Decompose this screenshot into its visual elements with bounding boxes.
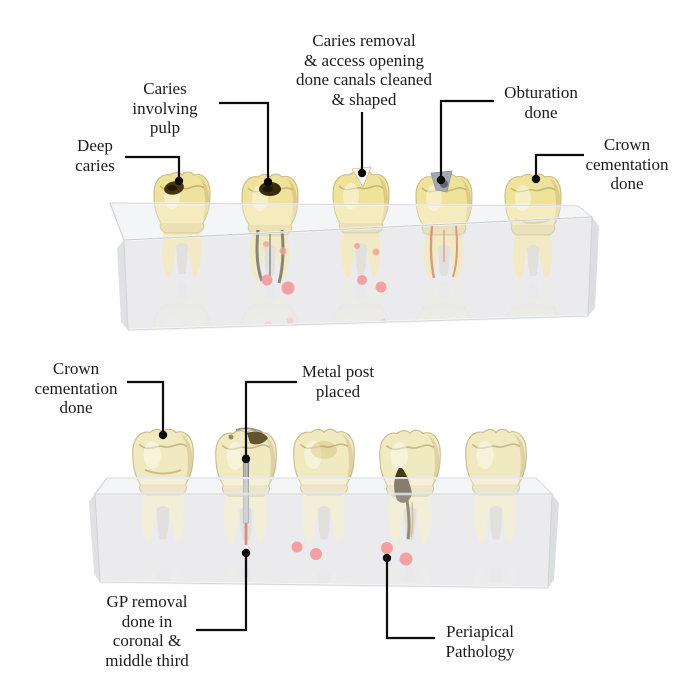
leader-lines: [125, 99, 584, 640]
periapical-dots-top: [261, 241, 387, 295]
label-obturation-done: Obturation done: [504, 83, 578, 122]
label-periapical-pathology: Periapical Pathology: [445, 622, 515, 661]
dark-root-canal: [405, 499, 411, 540]
top-block-glass-haze: [124, 217, 592, 330]
label-deep-caries: Deep caries: [75, 136, 115, 175]
bottom-block-edges: [94, 477, 554, 590]
leader-crown-cementation-top: [534, 153, 584, 178]
top-block-edges: [109, 202, 594, 332]
crown-margin-line-bottom: [144, 469, 182, 475]
label-caries-involving-pulp: Caries involving pulp: [132, 79, 198, 137]
leader-deep-caries: [125, 155, 181, 180]
bottom-block-right-face: [548, 494, 559, 588]
leader-caries-involving-pulp: [219, 101, 270, 181]
remaining-gutta-percha: [244, 523, 248, 545]
bottom-model: [89, 427, 559, 590]
leader-dots: [158, 168, 541, 563]
periapical-dots-bottom: [291, 541, 413, 566]
post-crown-discoloration: [247, 431, 268, 445]
leader-gp-removal: [196, 553, 248, 632]
label-metal-post-placed: Metal post placed: [301, 362, 375, 401]
leader-periapical-pathology: [385, 558, 435, 640]
obturated-canals: [429, 225, 458, 279]
label-crown-cementation-top: Crown cementation done: [585, 135, 669, 193]
label-gp-removal: GP removal done in coronal & middle thir…: [105, 592, 189, 670]
occlusal-tint: [311, 441, 337, 459]
bottom-block-front-face: [95, 494, 552, 588]
leader-metal-post: [244, 380, 297, 458]
bottom-block-left-face: [89, 494, 100, 582]
top-model: [109, 166, 599, 332]
leader-obturation-done: [439, 99, 494, 179]
top-block-left-face: [117, 240, 128, 330]
top-block-right-face: [588, 217, 599, 316]
bottom-block-glass-haze: [95, 494, 552, 588]
leader-crown-cementation-bottom: [127, 380, 165, 434]
label-crown-cementation-bottom: Crown cementation done: [34, 359, 118, 417]
infected-canals: [255, 229, 285, 284]
label-caries-removal: Caries removal & access opening done can…: [296, 31, 432, 109]
